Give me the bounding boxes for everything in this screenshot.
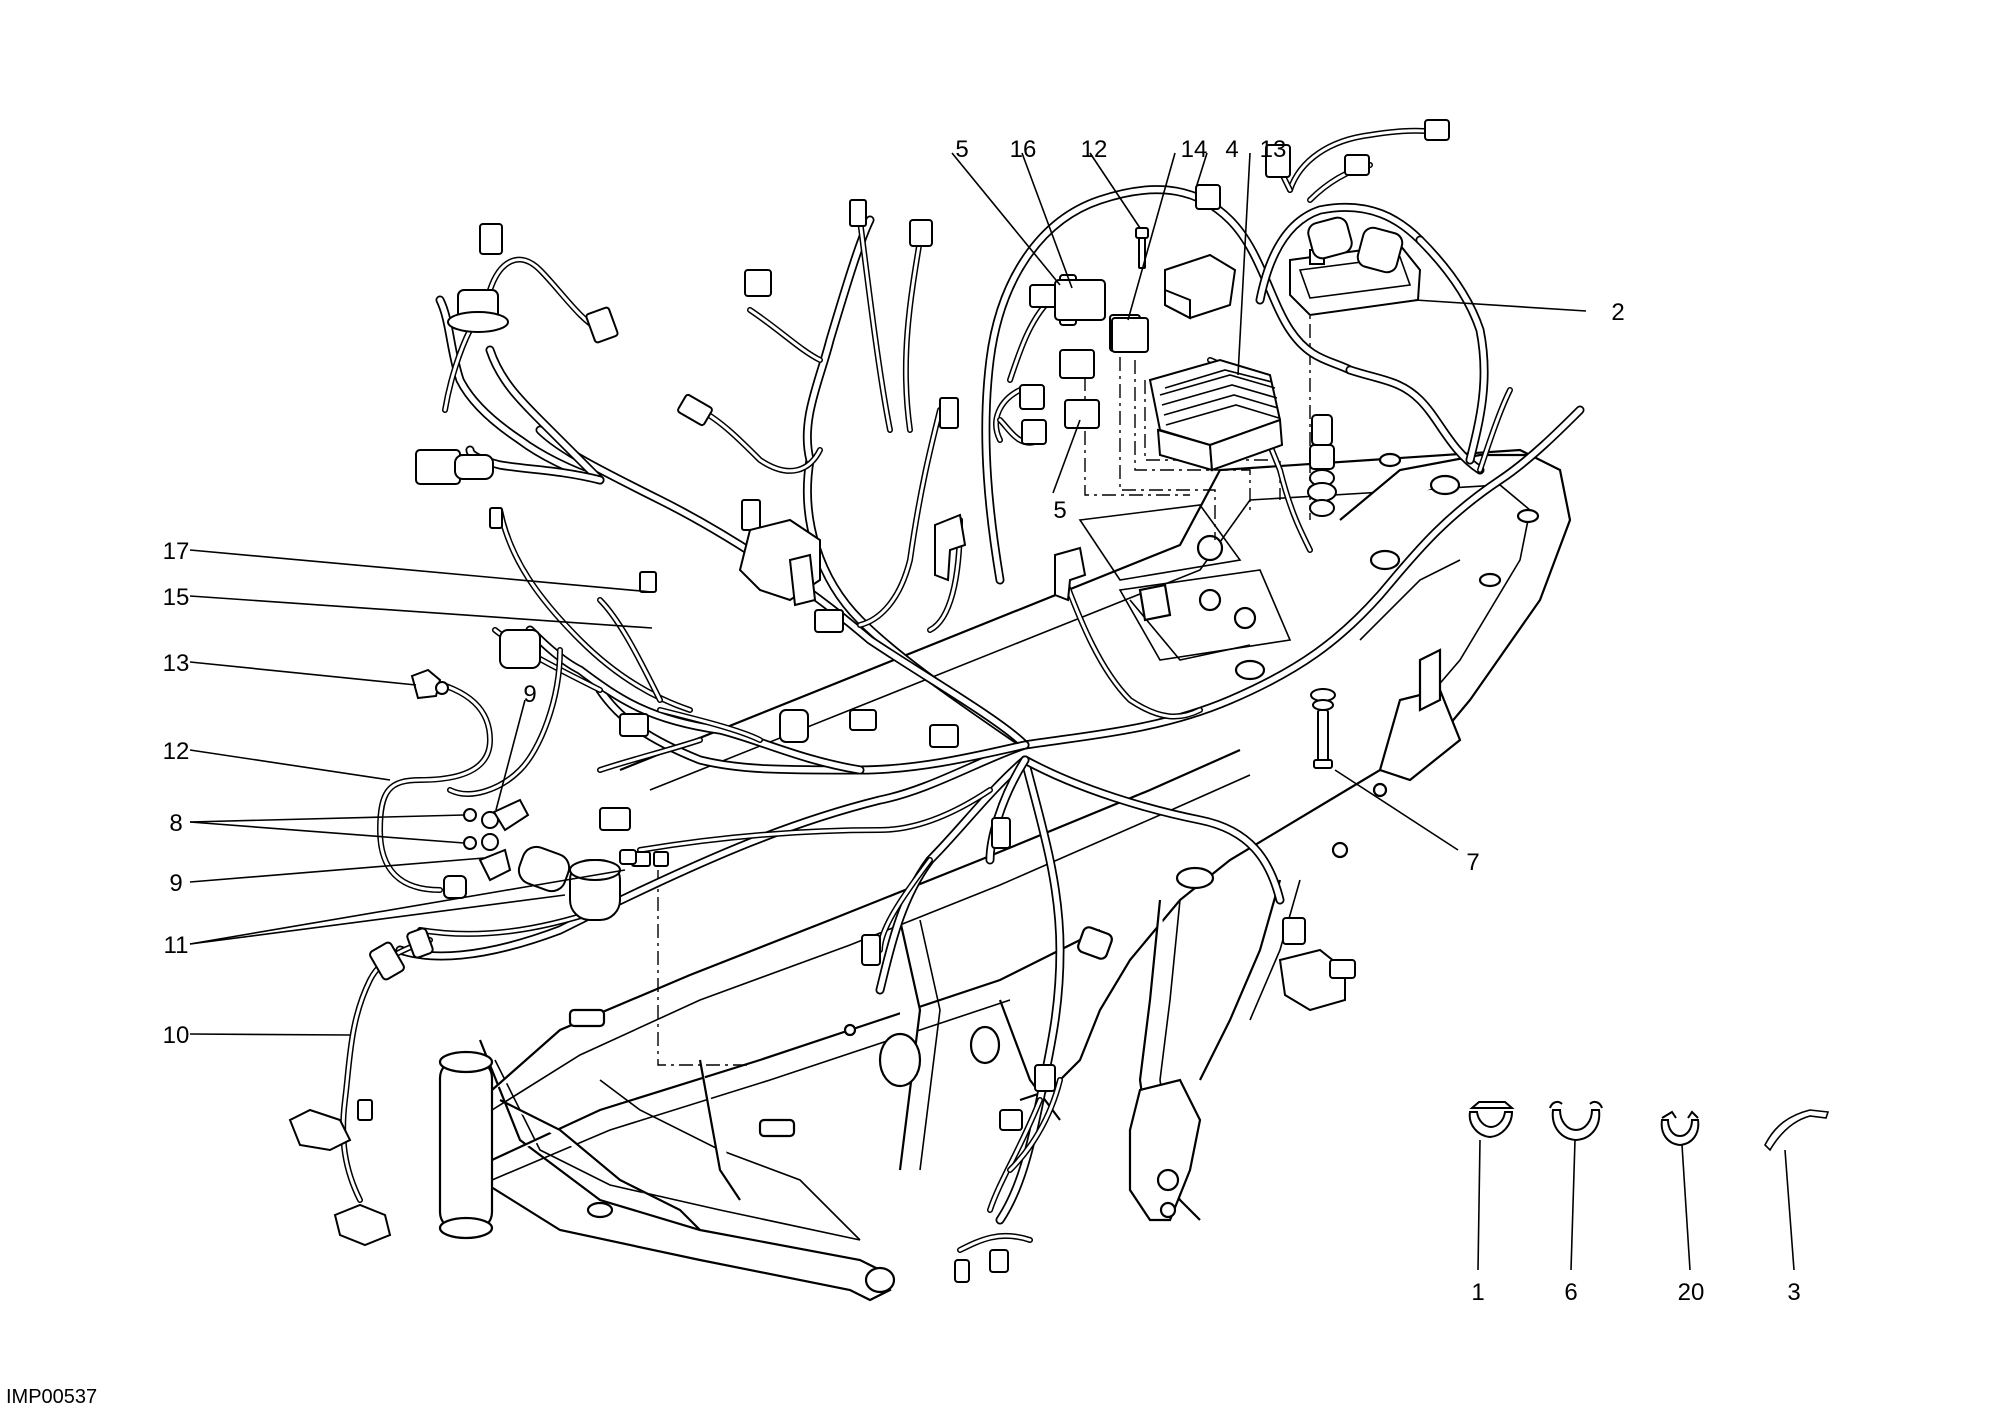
callout-11: 11 xyxy=(164,932,189,959)
callout-18: 17 xyxy=(163,538,190,565)
fuse-holder xyxy=(517,845,637,921)
callout-14: 12 xyxy=(1081,136,1108,163)
callout-9-top: 9 xyxy=(523,681,536,708)
callout-1: 1 xyxy=(1471,1279,1484,1306)
relay xyxy=(1064,399,1100,429)
drawing-code: IMP00537 xyxy=(6,1386,97,1408)
cable-tie-3 xyxy=(1764,1109,1830,1152)
callout-9-lower: 9 xyxy=(169,870,182,897)
callout-19: 16 xyxy=(1010,136,1037,163)
callout-20: 20 xyxy=(1678,1279,1705,1306)
clip-20 xyxy=(1660,1119,1700,1147)
callout-17: 15 xyxy=(163,584,190,611)
leader-lines xyxy=(189,152,1795,1271)
callout-10: 10 xyxy=(163,1022,190,1049)
connector xyxy=(479,223,503,255)
clip-1 xyxy=(1468,1111,1514,1139)
callout-16: 14 xyxy=(1181,136,1208,163)
callout-3: 3 xyxy=(1787,1279,1800,1306)
callout-8: 8 xyxy=(169,810,182,837)
loose-parts xyxy=(1468,1100,1830,1152)
callout-labels: 5 16 12 14 4 13 2 5 7 17 15 13 12 9 8 9 … xyxy=(163,136,1801,1306)
components xyxy=(288,119,1450,1283)
callout-15: 13 xyxy=(1260,136,1287,163)
regulator-rectifier xyxy=(1148,358,1284,472)
callout-4: 4 xyxy=(1225,136,1238,163)
relay xyxy=(1059,349,1095,379)
connector xyxy=(415,449,461,485)
callout-5-lower: 5 xyxy=(1053,497,1066,524)
clip-6 xyxy=(1551,1109,1601,1142)
callout-13: 13 xyxy=(163,650,190,677)
callout-7: 7 xyxy=(1466,849,1479,876)
connector xyxy=(1054,279,1106,321)
callout-2: 2 xyxy=(1611,299,1624,326)
callout-6: 6 xyxy=(1564,1279,1577,1306)
callout-12: 12 xyxy=(163,738,190,765)
callout-5-top: 5 xyxy=(955,136,968,163)
